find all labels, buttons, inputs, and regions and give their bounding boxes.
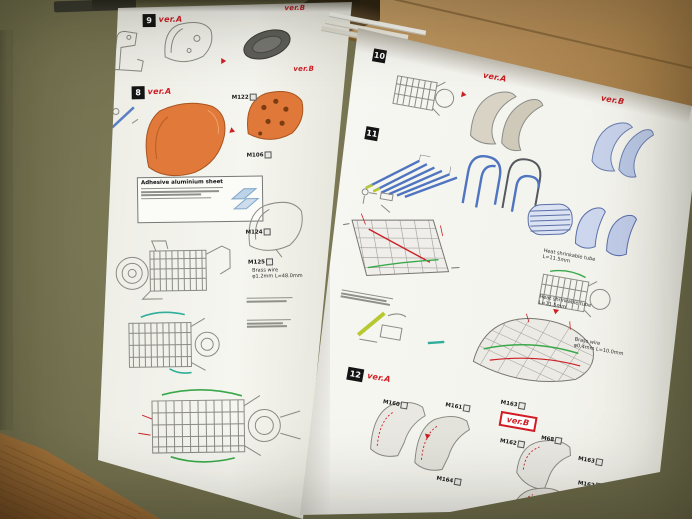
part-label: M125 bbox=[248, 258, 274, 266]
chartreuse-part-diagram bbox=[349, 298, 416, 352]
engine-diagram-step10 bbox=[383, 63, 463, 125]
part-label: M106 bbox=[246, 151, 272, 159]
tiny-note-lines bbox=[246, 317, 291, 329]
step-8-version-a-label: ver.A bbox=[147, 86, 172, 97]
dark-cowl-ring-diagram bbox=[239, 23, 296, 66]
left-page: 9 ver.A ver.B 8 ver.A ver.B bbox=[98, 2, 352, 519]
step-8-version-b-label: ver.B bbox=[293, 64, 315, 74]
right-page: 10 ver.A ver.B 11 bbox=[300, 28, 692, 515]
orange-cowl-panel-diagram bbox=[138, 96, 233, 183]
red-arrow bbox=[221, 57, 227, 65]
tan-cowl-pieces-diagram bbox=[461, 79, 549, 158]
part-label: M163 bbox=[500, 399, 526, 410]
adhesive-note-title: Adhesive aluminium sheet bbox=[140, 179, 223, 187]
engine-wiring-diagram bbox=[111, 304, 244, 386]
japanese-note-lines bbox=[246, 295, 293, 304]
cowl-panels-ver-a-diagram bbox=[358, 384, 490, 482]
left-page-top-shadow bbox=[92, 0, 360, 12]
cowl-part-diagram bbox=[241, 193, 310, 260]
step-11-badge: 11 bbox=[364, 126, 380, 142]
part-label: M122 bbox=[232, 93, 257, 101]
left-page-content: 9 ver.A ver.B 8 ver.A ver.B bbox=[98, 2, 352, 519]
orange-cowl-holes-diagram bbox=[240, 83, 309, 148]
radiator-diagram bbox=[329, 198, 472, 303]
right-page-content: 10 ver.A ver.B 11 bbox=[300, 28, 674, 515]
adhesive-note-box: Adhesive aluminium sheet bbox=[136, 175, 264, 224]
engine-assembly-diagram bbox=[110, 224, 239, 308]
engine-final-assembly-diagram bbox=[122, 383, 313, 472]
blue-cowl-pieces-diagram bbox=[584, 111, 658, 183]
blue-flaps-diagram bbox=[568, 199, 644, 260]
part-label: M124 bbox=[246, 228, 271, 236]
u-tubes-diagram bbox=[454, 141, 552, 221]
straight-tubes-diagram bbox=[361, 144, 470, 209]
teal-tube-mark bbox=[426, 337, 447, 348]
bracket-part-diagram bbox=[107, 25, 154, 78]
fittings-diagram bbox=[353, 183, 402, 222]
step-12-version-a-label: ver.A bbox=[366, 371, 392, 385]
cover-part-diagram bbox=[159, 16, 218, 73]
part-label: M164 bbox=[539, 503, 565, 515]
blue-grille-diagram bbox=[519, 194, 581, 245]
engine-detail-diagram bbox=[527, 261, 626, 326]
red-arrow bbox=[552, 308, 560, 315]
quilted-cowl-diagram bbox=[463, 299, 609, 399]
step-12-badge: 12 bbox=[346, 366, 365, 383]
red-arrow bbox=[229, 127, 237, 135]
red-arrow bbox=[461, 91, 468, 99]
table-plank-edge bbox=[0, 30, 13, 430]
aluminium-sheet-icon bbox=[230, 188, 260, 210]
